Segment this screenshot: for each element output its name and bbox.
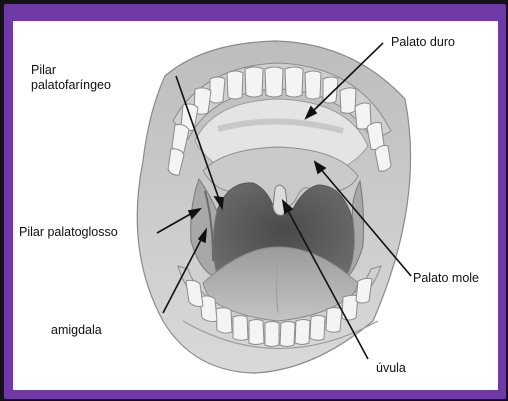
label-palato-mole: Palato mole [413,271,479,286]
label-pilar-palatoglosso: Pilar palatoglosso [19,225,118,240]
label-pilar-palatofaringeo-line1: Pilar [31,63,111,78]
diagram-panel: Pilar palatofaríngeo Palato duro Pilar p… [13,21,498,390]
label-palato-duro: Palato duro [391,35,455,50]
label-amigdala: amigdala [51,323,102,338]
label-uvula: úvula [376,361,406,376]
label-pilar-palatofaringeo: Pilar palatofaríngeo [31,63,111,93]
label-pilar-palatofaringeo-line2: palatofaríngeo [31,78,111,93]
